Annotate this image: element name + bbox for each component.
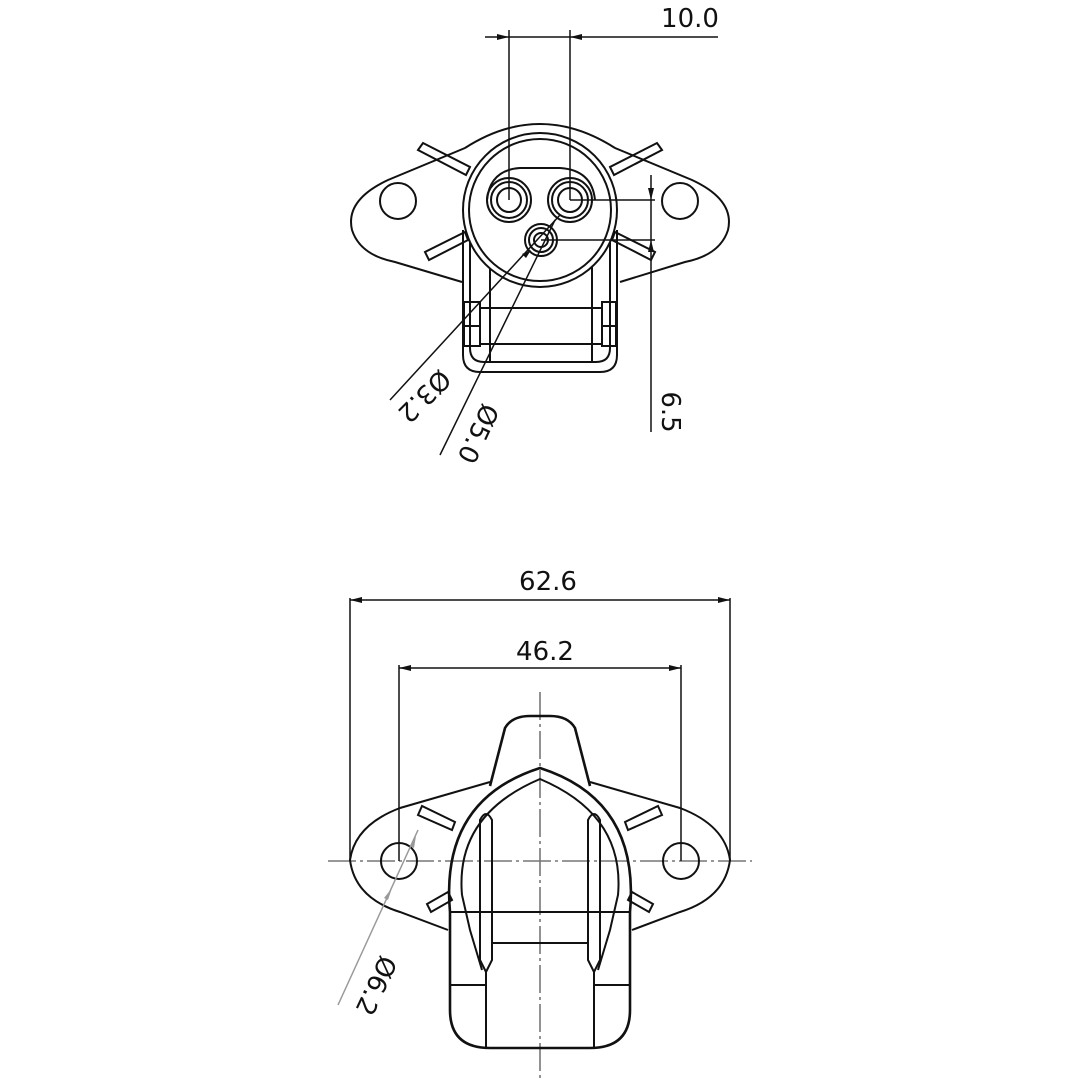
dim-label-small-pin-diameter: Ø3.2 — [391, 363, 456, 428]
dim-label-pin-spacing: 10.0 — [661, 4, 719, 34]
dim-label-hole-spacing: 46.2 — [516, 637, 574, 667]
top-view: 10.0 6.5 Ø3.2 Ø5.0 — [350, 4, 730, 468]
dim-overall-width: 62.6 — [349, 567, 731, 861]
top-flange-outline — [350, 123, 730, 283]
front-view: 62.6 46.2 Ø6.2 — [328, 567, 752, 1078]
dim-pin-spacing: 10.0 — [485, 4, 719, 200]
front-top-tab — [488, 714, 592, 787]
top-left-mount-hole — [379, 182, 417, 220]
dim-pin-offset: 6.5 — [541, 175, 685, 433]
front-right-slot — [587, 813, 601, 975]
front-housing-outline — [448, 912, 632, 1050]
dim-label-hole-diameter: Ø6.2 — [349, 951, 402, 1020]
top-socket-outer — [462, 132, 618, 288]
top-body-outline — [462, 230, 618, 373]
top-latch — [479, 307, 603, 345]
top-right-mount-hole — [661, 182, 699, 220]
dim-label-overall-width: 62.6 — [519, 567, 577, 597]
front-ribs — [416, 804, 664, 914]
dim-hole-spacing: 46.2 — [398, 637, 682, 861]
dim-label-large-pin-diameter: Ø5.0 — [451, 399, 504, 468]
front-left-slot — [479, 813, 493, 975]
dim-label-pin-offset: 6.5 — [655, 391, 685, 432]
